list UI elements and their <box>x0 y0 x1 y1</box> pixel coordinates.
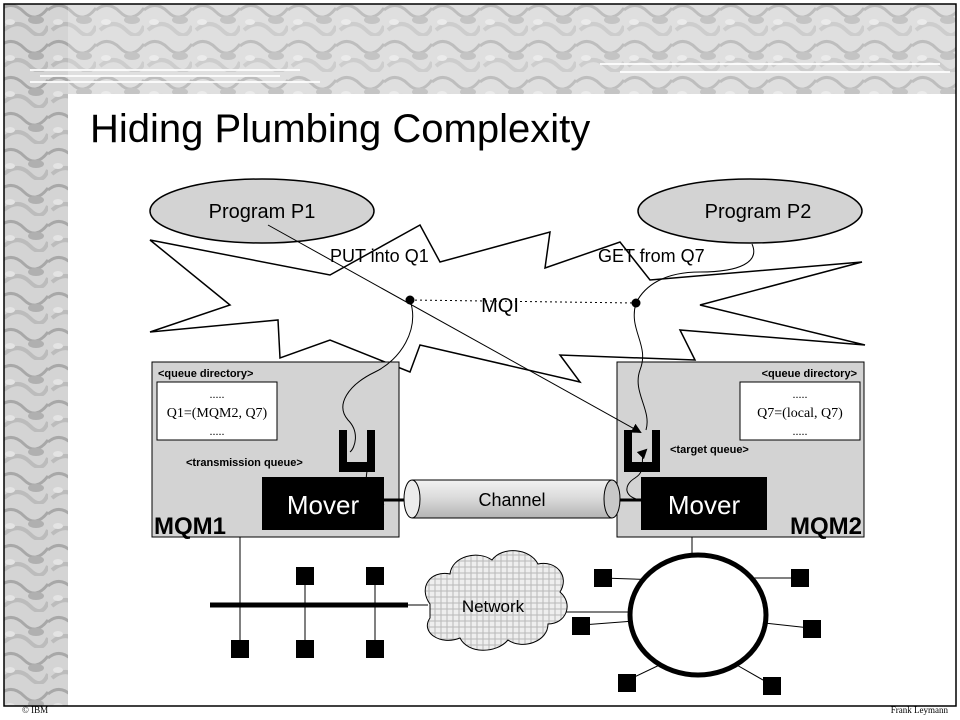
ring-node <box>763 677 781 695</box>
transmission-queue-icon <box>339 430 375 472</box>
mqm2-queue-label: <target queue> <box>670 444 749 456</box>
bus-node <box>296 640 314 658</box>
ring-node <box>594 569 612 587</box>
bus-node <box>296 567 314 585</box>
mqm1-dir-line-2: Q1=(MQM2, Q7) <box>167 406 268 421</box>
get-to-p2-path <box>635 243 755 304</box>
channel-label: Channel <box>478 490 545 510</box>
put-flow-path <box>342 299 414 453</box>
mqm1-mover-box <box>262 477 384 530</box>
program-p2-ellipse <box>637 178 863 244</box>
get-call-dot <box>631 298 641 308</box>
banner-stripes <box>30 63 950 83</box>
mqm2-dir-line-3: ..... <box>793 424 808 438</box>
mqm2-mover-label: Mover <box>668 490 741 520</box>
mqm1-name: MQM1 <box>154 513 226 540</box>
get-flow-path <box>633 302 648 431</box>
ring-node <box>572 617 590 635</box>
mover-to-target-path <box>626 448 648 501</box>
program-p1-label: Program P1 <box>209 201 316 223</box>
put-call-dot <box>405 295 415 305</box>
mqi-burst-shape <box>149 223 866 384</box>
mqm2-directory-box <box>739 381 861 441</box>
token-ring <box>627 552 769 678</box>
get-label: GET from Q7 <box>598 246 705 266</box>
network-cloud <box>424 550 568 651</box>
mqm1-dir-title: <queue directory> <box>158 368 253 380</box>
mqm2-dir-line-1: ..... <box>793 387 808 401</box>
program-p2-label: Program P2 <box>705 201 812 223</box>
put-label: PUT into Q1 <box>330 246 429 266</box>
top-leaf-banner <box>68 4 956 94</box>
footer-author: Frank Leymann <box>891 705 949 715</box>
mqm1-mover-label: Mover <box>287 490 360 520</box>
network-label: Network <box>462 597 525 616</box>
ring-node <box>803 620 821 638</box>
mqi-label: MQI <box>481 295 519 317</box>
ring-node <box>791 569 809 587</box>
program-p1-ellipse <box>149 178 375 244</box>
bus-node <box>231 640 249 658</box>
mqm1-directory-box <box>156 381 278 441</box>
mqm2-dir-line-2: Q7=(local, Q7) <box>757 406 843 421</box>
mqm1-dir-line-1: ..... <box>210 387 225 401</box>
mqm2-mover-box <box>641 477 767 530</box>
channel-pipe <box>384 479 641 519</box>
message-flow-lines <box>267 224 755 506</box>
network-nodes <box>231 567 821 695</box>
mqm1-queue-label: <transmission queue> <box>186 457 303 469</box>
bus-node <box>366 640 384 658</box>
mqm2-dir-title: <queue directory> <box>762 368 857 380</box>
mqm2-name: MQM2 <box>790 513 862 540</box>
bus-node <box>366 567 384 585</box>
mqm1-dir-line-3: ..... <box>210 424 225 438</box>
footer-copyright: © IBM <box>22 705 48 715</box>
left-leaf-border <box>4 4 68 706</box>
slide-title: Hiding Plumbing Complexity <box>90 107 590 151</box>
transmission-to-mover-path <box>365 461 385 506</box>
logical-flow-arrow <box>267 224 642 433</box>
ring-node <box>618 674 636 692</box>
slide-border <box>3 3 957 707</box>
